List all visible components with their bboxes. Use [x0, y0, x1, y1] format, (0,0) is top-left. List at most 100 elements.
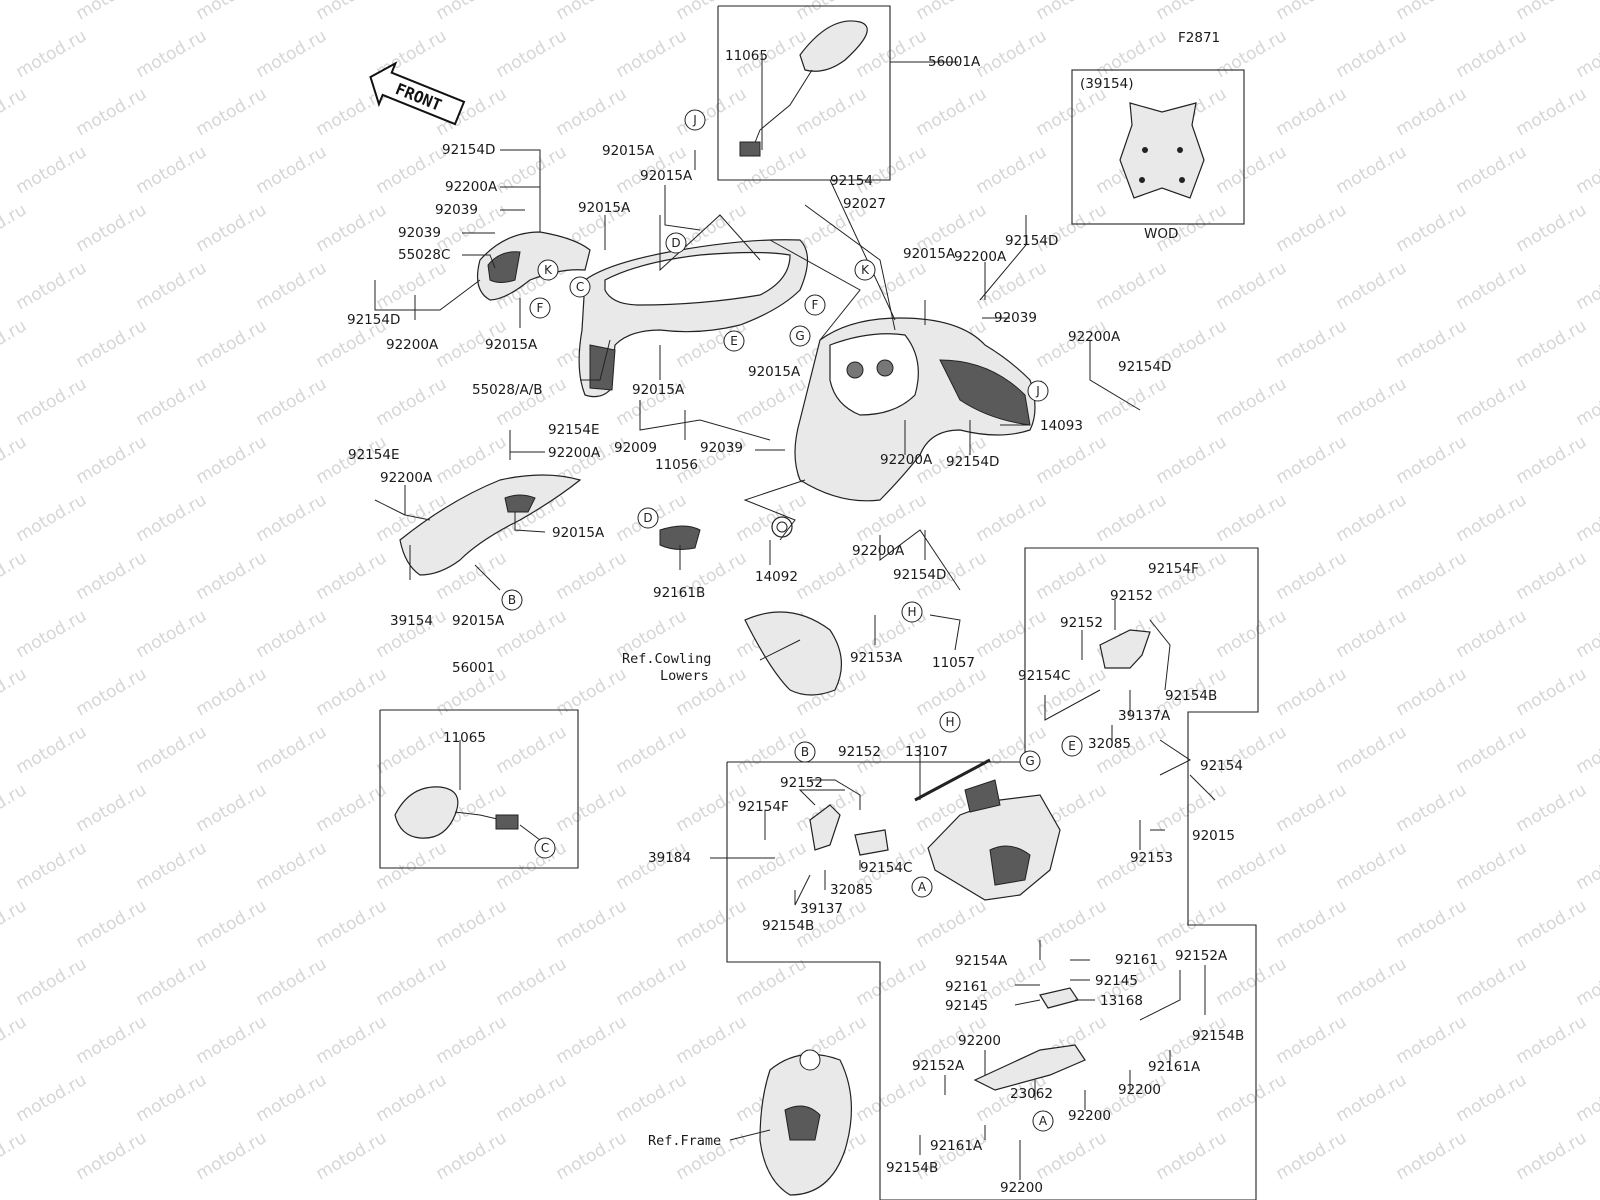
part-label: 92200 — [958, 1033, 1001, 1049]
callout-marker: H — [901, 601, 923, 623]
watermark-text: motod.ru — [1393, 896, 1471, 952]
watermark-text: motod.ru — [613, 1070, 691, 1126]
watermark-text: motod.ru — [1573, 142, 1600, 198]
part-label: 92154D — [347, 312, 400, 328]
part-label: 92152 — [838, 744, 881, 760]
watermark-text: motod.ru — [853, 1070, 931, 1126]
svg-text:A: A — [918, 880, 927, 894]
watermark-text: motod.ru — [1453, 1070, 1531, 1126]
part-labels: 11065 56001A 92154D 92200A 92039 92039 5… — [347, 48, 1244, 1196]
stay-assembly-box — [726, 547, 1259, 1200]
watermark-text: motod.ru — [1333, 258, 1411, 314]
part-label: 92039 — [994, 310, 1037, 326]
watermark-text: motod.ru — [1213, 606, 1291, 662]
watermark-text: motod.ru — [553, 896, 631, 952]
watermark-text: motod.ru — [0, 548, 30, 604]
watermark-text: motod.ru — [1093, 838, 1171, 894]
inner-cowling-main — [578, 239, 809, 398]
callout-markers: J D C K F E G K F J D B H C H B G E A A — [501, 109, 1083, 1132]
windshield — [399, 474, 582, 576]
part-label: 92154D — [893, 567, 946, 583]
part-label: 11056 — [655, 457, 698, 473]
watermark-text: motod.ru — [1513, 1128, 1591, 1184]
watermark-text: motod.ru — [1033, 896, 1111, 952]
watermark-text: motod.ru — [133, 142, 211, 198]
callout-marker: D — [665, 232, 687, 254]
part-label: 92161A — [1148, 1059, 1201, 1075]
watermark-text: motod.ru — [193, 0, 271, 24]
watermark-text: motod.ru — [793, 0, 871, 24]
watermark-text: motod.ru — [1033, 0, 1111, 24]
watermark-text: motod.ru — [373, 954, 451, 1010]
watermark-text: motod.ru — [1213, 374, 1291, 430]
watermark-text: motod.ru — [433, 896, 511, 952]
watermark-text: motod.ru — [913, 0, 991, 24]
watermark-text: motod.ru — [1393, 200, 1471, 256]
watermark-text: motod.ru — [73, 1012, 151, 1068]
watermark-text: motod.ru — [13, 26, 91, 82]
watermark-text: motod.ru — [1333, 374, 1411, 430]
svg-text:F: F — [812, 298, 819, 312]
watermark-text: motod.ru — [673, 1012, 751, 1068]
watermark-text: motod.ru — [313, 896, 391, 952]
watermark-text: motod.ru — [673, 84, 751, 140]
watermark-text: motod.ru — [1573, 722, 1600, 778]
watermark-text: motod.ru — [1333, 838, 1411, 894]
part-label: 92154D — [1005, 233, 1058, 249]
watermark-text: motod.ru — [373, 142, 451, 198]
watermark-text: motod.ru — [313, 0, 391, 24]
svg-text:B: B — [508, 593, 516, 607]
watermark-text: motod.ru — [553, 84, 631, 140]
watermark-text: motod.ru — [253, 374, 331, 430]
watermark-text: motod.ru — [373, 838, 451, 894]
watermark-text: motod.ru — [433, 1128, 511, 1184]
watermark-text: motod.ru — [73, 664, 151, 720]
bracket-upper — [1099, 629, 1151, 669]
watermark-text: motod.ru — [1513, 780, 1591, 836]
watermark-text: motod.ru — [1453, 722, 1531, 778]
inset-mirror-left — [379, 709, 579, 869]
watermark-text: motod.ru — [1273, 1128, 1351, 1184]
watermark-text: motod.ru — [133, 954, 211, 1010]
watermark-text: motod.ru — [493, 838, 571, 894]
part-label: 92154E — [548, 422, 599, 438]
grommet — [771, 516, 793, 538]
part-label: 92145 — [1095, 973, 1138, 989]
svg-text:J: J — [692, 113, 697, 127]
part-label: 92200A — [386, 337, 439, 353]
part-label: 92153A — [850, 650, 903, 666]
watermark-text: motod.ru — [1573, 374, 1600, 430]
watermark-text: motod.ru — [1573, 838, 1600, 894]
part-label: 39137 — [800, 901, 843, 917]
watermark-text: motod.ru — [1453, 606, 1531, 662]
part-label: 13107 — [905, 744, 948, 760]
callout-marker: A — [1032, 1110, 1054, 1132]
watermark-text: motod.ru — [1333, 606, 1411, 662]
watermark-text: motod.ru — [313, 200, 391, 256]
watermark-text: motod.ru — [1033, 548, 1111, 604]
watermark-text: motod.ru — [1033, 84, 1111, 140]
frame-ref — [759, 1049, 852, 1196]
svg-text:C: C — [541, 841, 549, 855]
watermark-text: motod.ru — [133, 374, 211, 430]
part-label: 23062 — [1010, 1086, 1053, 1102]
watermark-text: motod.ru — [373, 722, 451, 778]
watermark-text: motod.ru — [13, 838, 91, 894]
watermark-text: motod.ru — [193, 316, 271, 372]
callout-marker: F — [529, 297, 551, 319]
watermark-text: motod.ru — [1453, 838, 1531, 894]
inset-windscreen-bottom-label: WOD — [1144, 226, 1178, 242]
inset-windscreen-top-label: (39154) — [1080, 76, 1133, 92]
watermark-text: motod.ru — [253, 490, 331, 546]
watermark-text: motod.ru — [0, 316, 30, 372]
watermark-text: motod.ru — [1393, 1128, 1471, 1184]
watermark-text: motod.ru — [1093, 490, 1171, 546]
watermark-text: motod.ru — [553, 664, 631, 720]
watermark-text: motod.ru — [1393, 84, 1471, 140]
watermark-text: motod.ru — [1273, 0, 1351, 24]
leader-lines — [374, 55, 1216, 1180]
watermark-text: motod.ru — [733, 490, 811, 546]
watermark-text: motod.ru — [0, 432, 30, 488]
watermark-text: motod.ru — [973, 490, 1051, 546]
watermark-text: motod.ru — [313, 664, 391, 720]
